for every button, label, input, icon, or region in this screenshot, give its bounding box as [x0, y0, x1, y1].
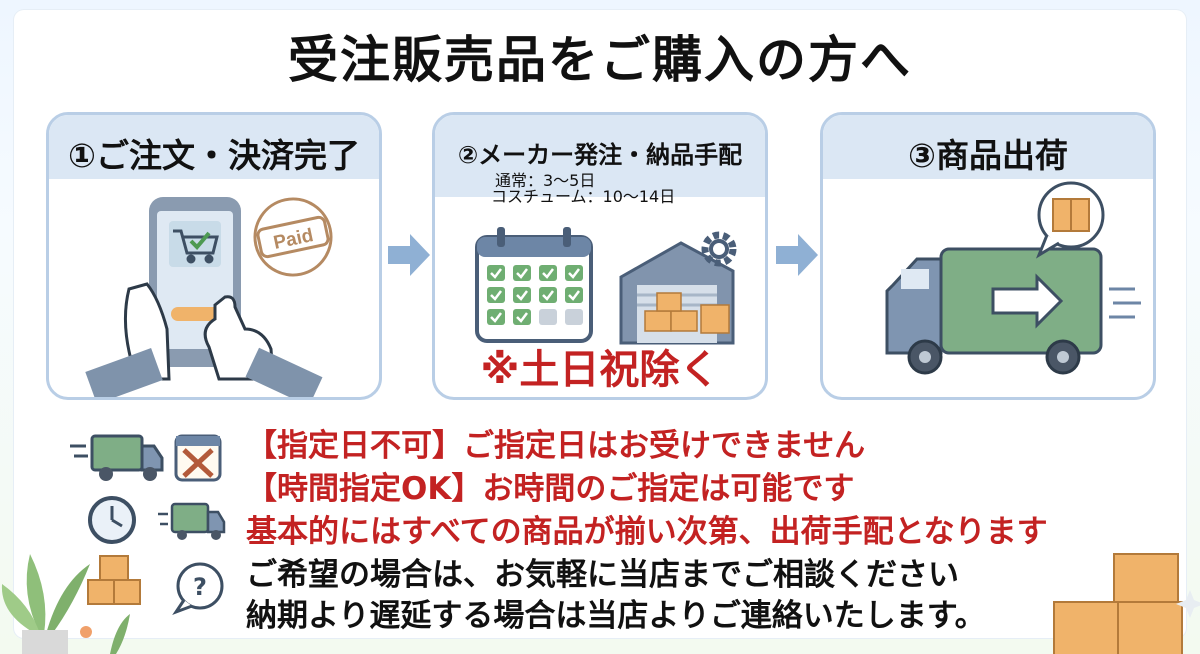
check-icon [516, 268, 528, 279]
check-icon [490, 268, 502, 279]
normal-lead-time: 通常：3〜5日 [495, 171, 596, 190]
step-1-header [49, 115, 379, 179]
truck-icon [885, 247, 1141, 375]
calendar-day-checked [487, 265, 505, 281]
delivery-truck-illustration [885, 181, 1141, 375]
plant-decoration-icon [1, 554, 130, 654]
warehouse-icon [619, 241, 735, 345]
check-icon [516, 290, 528, 301]
question-bubble-icon: ? [172, 562, 224, 616]
question-mark: ? [193, 573, 207, 601]
forward-arrow-icon [991, 273, 1064, 329]
package-bubble-icon [1035, 181, 1105, 259]
no-date-specification-text: 【指定日不可】ご指定日はお受けできません [246, 428, 866, 464]
smartphone-payment-illustration: Paid [85, 197, 333, 397]
stacked-boxes-decoration-icon [1053, 553, 1200, 654]
consultation-text: ご希望の場合は、お気軽に当店までご相談ください [246, 557, 959, 593]
step-2-title: ②メーカー発注・納品手配 [457, 141, 743, 169]
calendar-icon [475, 227, 593, 343]
arrow-right-icon [776, 234, 818, 276]
boxes-icon [87, 555, 141, 605]
check-icon [490, 290, 502, 301]
calendar-day-checked [565, 265, 583, 281]
calendar-cross-icon [174, 434, 222, 482]
step-2-header [435, 115, 765, 197]
calendar-grid [487, 265, 583, 325]
small-truck-icon [158, 502, 226, 540]
check-icon [516, 312, 528, 323]
calendar-day-checked [513, 287, 531, 303]
calendar-day-checked [513, 265, 531, 281]
step-1-panel: ①ご注文・決済完了 Paid [46, 112, 382, 400]
calendar-day-checked [539, 265, 557, 281]
check-icon [189, 231, 211, 250]
calendar-day-empty [539, 309, 557, 325]
calendar-day-checked [539, 287, 557, 303]
paid-stamp-icon: Paid [253, 197, 333, 277]
clock-icon [88, 496, 136, 544]
step-3-header [823, 115, 1153, 179]
calendar-day-checked [513, 309, 531, 325]
cart-icon [173, 229, 219, 264]
calendar-day-checked [565, 287, 583, 303]
step-2-panel: ②メーカー発注・納品手配 通常：3〜5日 コスチューム：10〜14日 [432, 112, 768, 400]
page-title: 受注販売品をご購入の方へ [288, 31, 912, 89]
check-icon [490, 312, 502, 323]
arrow-right-icon [388, 234, 430, 276]
check-icon [542, 268, 554, 279]
delay-contact-text: 納期より遅延する場合は当店よりご連絡いたします。 [246, 598, 986, 634]
costume-lead-time: コスチューム：10〜14日 [491, 187, 676, 206]
step-1-title: ①ご注文・決済完了 [68, 136, 360, 175]
calendar-day-checked [487, 287, 505, 303]
info-icons-column: ? [70, 434, 226, 616]
gear-icon [701, 231, 737, 267]
pay-button-graphic [171, 307, 221, 321]
fast-truck-icon [70, 434, 164, 481]
calendar-day-empty [565, 309, 583, 325]
shipping-arrangement-text: 基本的にはすべての商品が揃い次第、出荷手配となります [246, 514, 1048, 550]
calendar-warehouse-illustration [475, 227, 737, 345]
weekend-holiday-note: ※土日祝除く [480, 347, 720, 393]
time-specification-text: 【時間指定OK】お時間のご指定は可能です [246, 471, 855, 507]
step-3-title: ③商品出荷 [908, 136, 1068, 175]
check-icon [568, 268, 580, 279]
step-3-panel: ③商品出荷 [820, 112, 1156, 400]
calendar-day-checked [487, 309, 505, 325]
check-icon [542, 290, 554, 301]
check-icon [568, 290, 580, 301]
